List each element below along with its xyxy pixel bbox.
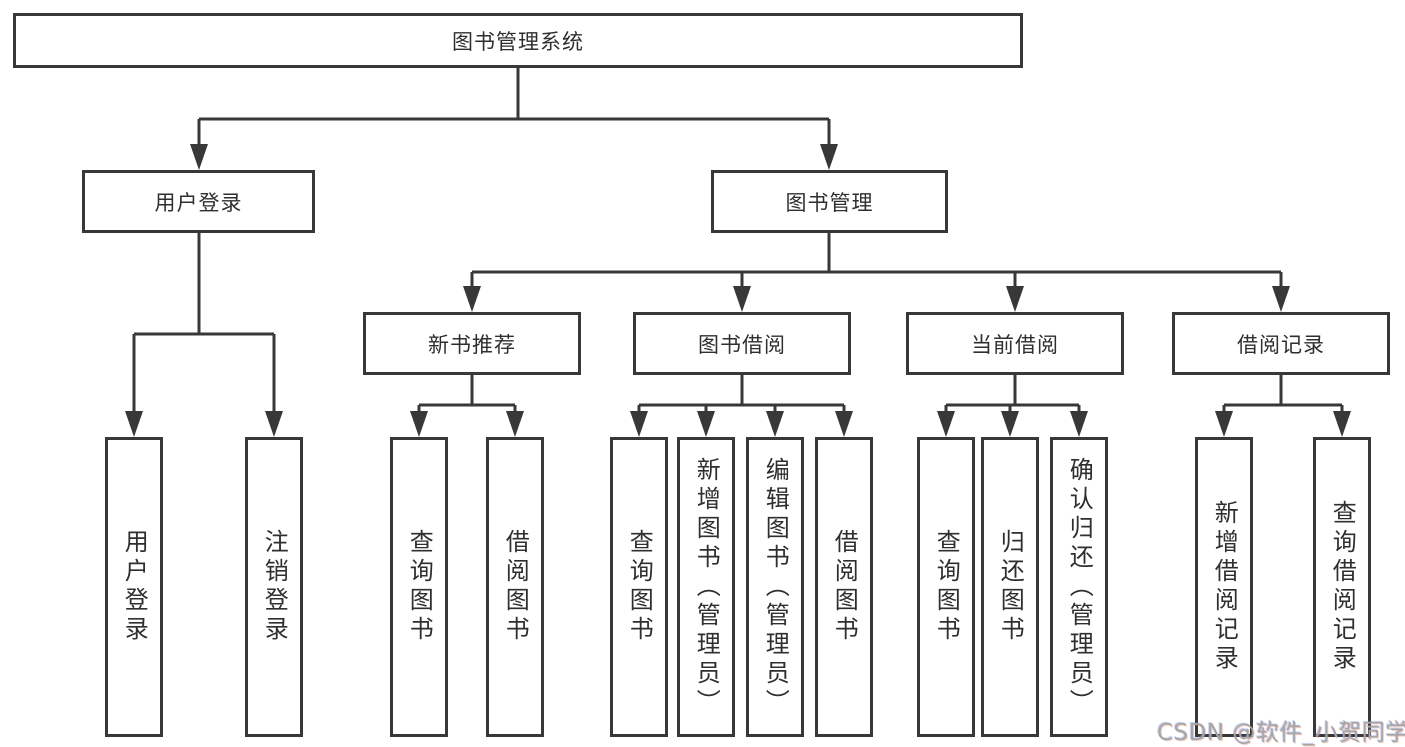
leaf-confirm-return-admin-label: 确认归还（管理员） (1065, 456, 1094, 718)
leaf-logout-label: 注销登录 (260, 529, 289, 645)
leaf-query-books-recommend: 查询图书 (390, 437, 448, 737)
node-borrow-records: 借阅记录 (1172, 312, 1390, 375)
node-book-management-label: 图书管理 (785, 190, 874, 215)
node-book-management: 图书管理 (711, 170, 948, 233)
node-borrow-records-label: 借阅记录 (1237, 332, 1325, 357)
leaf-query-borrow-record: 查询借阅记录 (1313, 437, 1371, 737)
leaf-borrow-books-recommend-label: 借阅图书 (501, 529, 530, 645)
node-user-login: 用户登录 (82, 170, 315, 233)
node-new-book-recommend-label: 新书推荐 (428, 332, 516, 357)
leaf-query-books-recommend-label: 查询图书 (405, 529, 434, 645)
leaf-return-books: 归还图书 (981, 437, 1039, 737)
node-current-borrow-label: 当前借阅 (971, 332, 1059, 357)
leaf-borrow-books-recommend: 借阅图书 (486, 437, 544, 737)
leaf-edit-book-admin-label: 编辑图书（管理员） (761, 456, 790, 718)
leaf-add-borrow-record: 新增借阅记录 (1195, 437, 1253, 737)
leaf-add-book-admin: 新增图书（管理员） (677, 437, 735, 737)
leaf-borrow-books-label: 借阅图书 (830, 529, 859, 645)
leaf-add-book-admin-label: 新增图书（管理员） (692, 456, 721, 718)
leaf-logout: 注销登录 (245, 437, 303, 737)
leaf-edit-book-admin: 编辑图书（管理员） (746, 437, 804, 737)
leaf-add-borrow-record-label: 新增借阅记录 (1210, 500, 1239, 674)
leaf-query-books-borrow: 查询图书 (610, 437, 668, 737)
leaf-query-books-current-label: 查询图书 (932, 529, 961, 645)
node-root-label: 图书管理系统 (452, 29, 584, 54)
node-user-login-label: 用户登录 (154, 190, 243, 215)
leaf-query-borrow-record-label: 查询借阅记录 (1328, 500, 1357, 674)
leaf-borrow-books: 借阅图书 (815, 437, 873, 737)
leaf-user-login: 用户登录 (105, 437, 163, 737)
leaf-return-books-label: 归还图书 (996, 529, 1025, 645)
csdn-watermark: CSDN @软件_小贺同学 (1157, 720, 1405, 746)
node-book-borrow: 图书借阅 (633, 312, 851, 375)
node-book-borrow-label: 图书借阅 (698, 332, 786, 357)
node-new-book-recommend: 新书推荐 (363, 312, 581, 375)
leaf-confirm-return-admin: 确认归还（管理员） (1050, 437, 1108, 737)
node-current-borrow: 当前借阅 (906, 312, 1124, 375)
leaf-query-books-current: 查询图书 (917, 437, 975, 737)
node-root: 图书管理系统 (13, 13, 1023, 68)
leaf-query-books-borrow-label: 查询图书 (625, 529, 654, 645)
leaf-user-login-label: 用户登录 (120, 529, 149, 645)
